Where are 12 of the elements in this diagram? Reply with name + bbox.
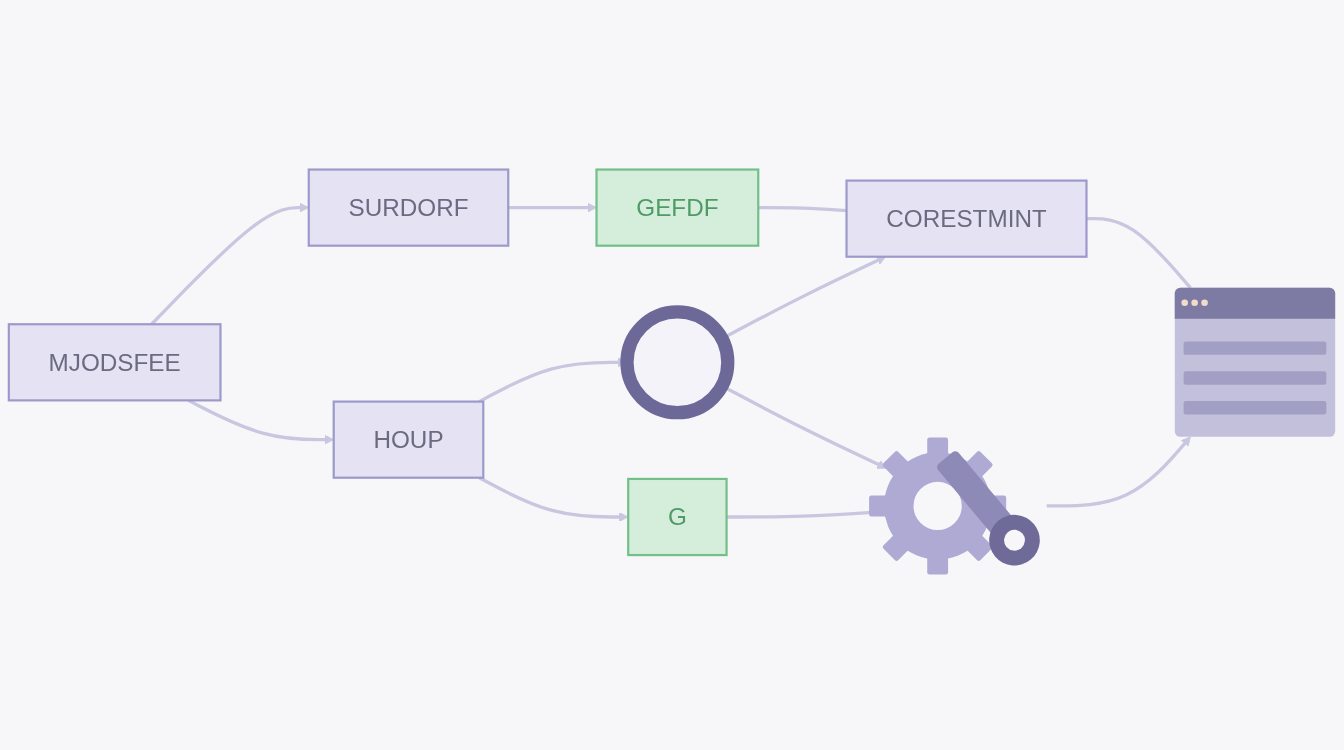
node-box: G <box>627 477 728 557</box>
node-circle <box>620 305 735 420</box>
arrow <box>1046 436 1191 508</box>
node-box: HOUP <box>332 400 485 479</box>
node-box: CORESTMINT <box>845 179 1088 258</box>
arrow <box>508 202 597 213</box>
node-box: MJODSFEE <box>7 323 222 402</box>
connector <box>758 205 847 213</box>
node-box: GEFDF <box>595 168 760 247</box>
arrow <box>478 476 629 522</box>
node-box: SURDORF <box>307 168 510 247</box>
connector <box>1086 217 1192 289</box>
